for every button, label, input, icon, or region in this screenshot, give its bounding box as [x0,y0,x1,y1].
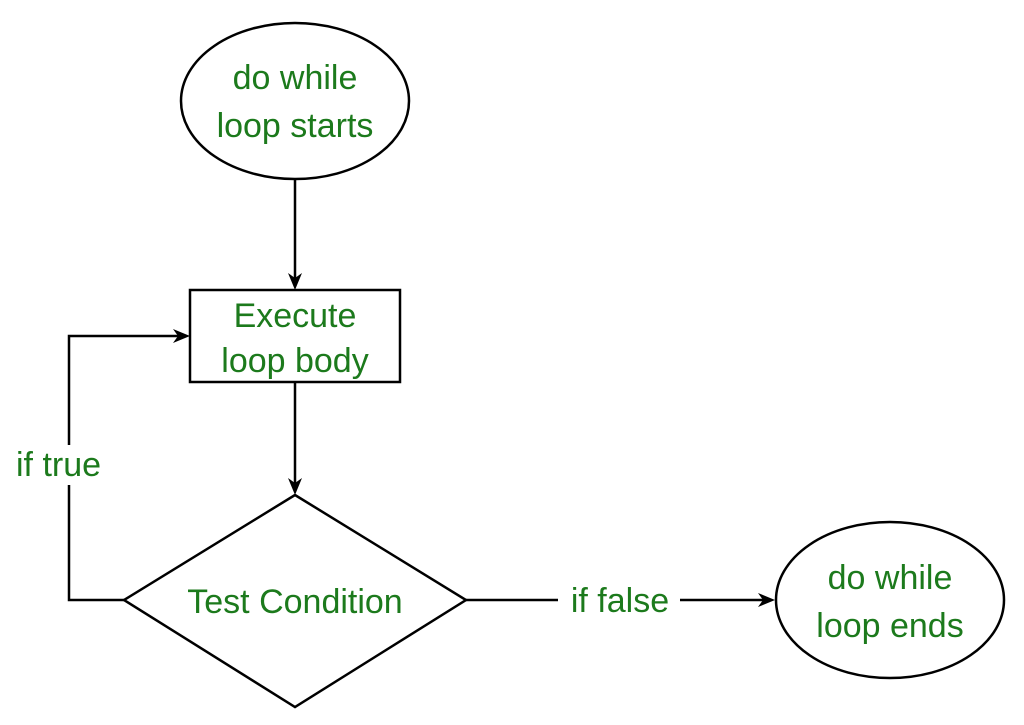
end-ellipse [774,520,1006,680]
end-label-line1: do while [828,559,953,597]
end-node: do while loop ends [774,520,1006,680]
start-label-line1: do while [233,59,358,97]
decision-node: Test Condition [121,493,469,709]
process-node: Execute loop body [188,288,402,384]
end-label-line2: loop ends [816,607,963,645]
decision-diamond [121,493,469,709]
process-label-line1: Execute [234,297,357,335]
start-node: do while loop starts [179,21,411,181]
true-label: if true [16,446,101,484]
true-label-bg [12,445,124,485]
decision-label: Test Condition [187,583,402,621]
false-label: if false [571,582,669,620]
start-ellipse [179,21,411,181]
arrow-start-to-body [288,179,302,290]
false-label-bg [558,580,680,620]
arrow-body-to-condition [288,382,302,495]
start-label-line2: loop starts [217,107,374,145]
process-label-line2: loop body [221,342,368,380]
